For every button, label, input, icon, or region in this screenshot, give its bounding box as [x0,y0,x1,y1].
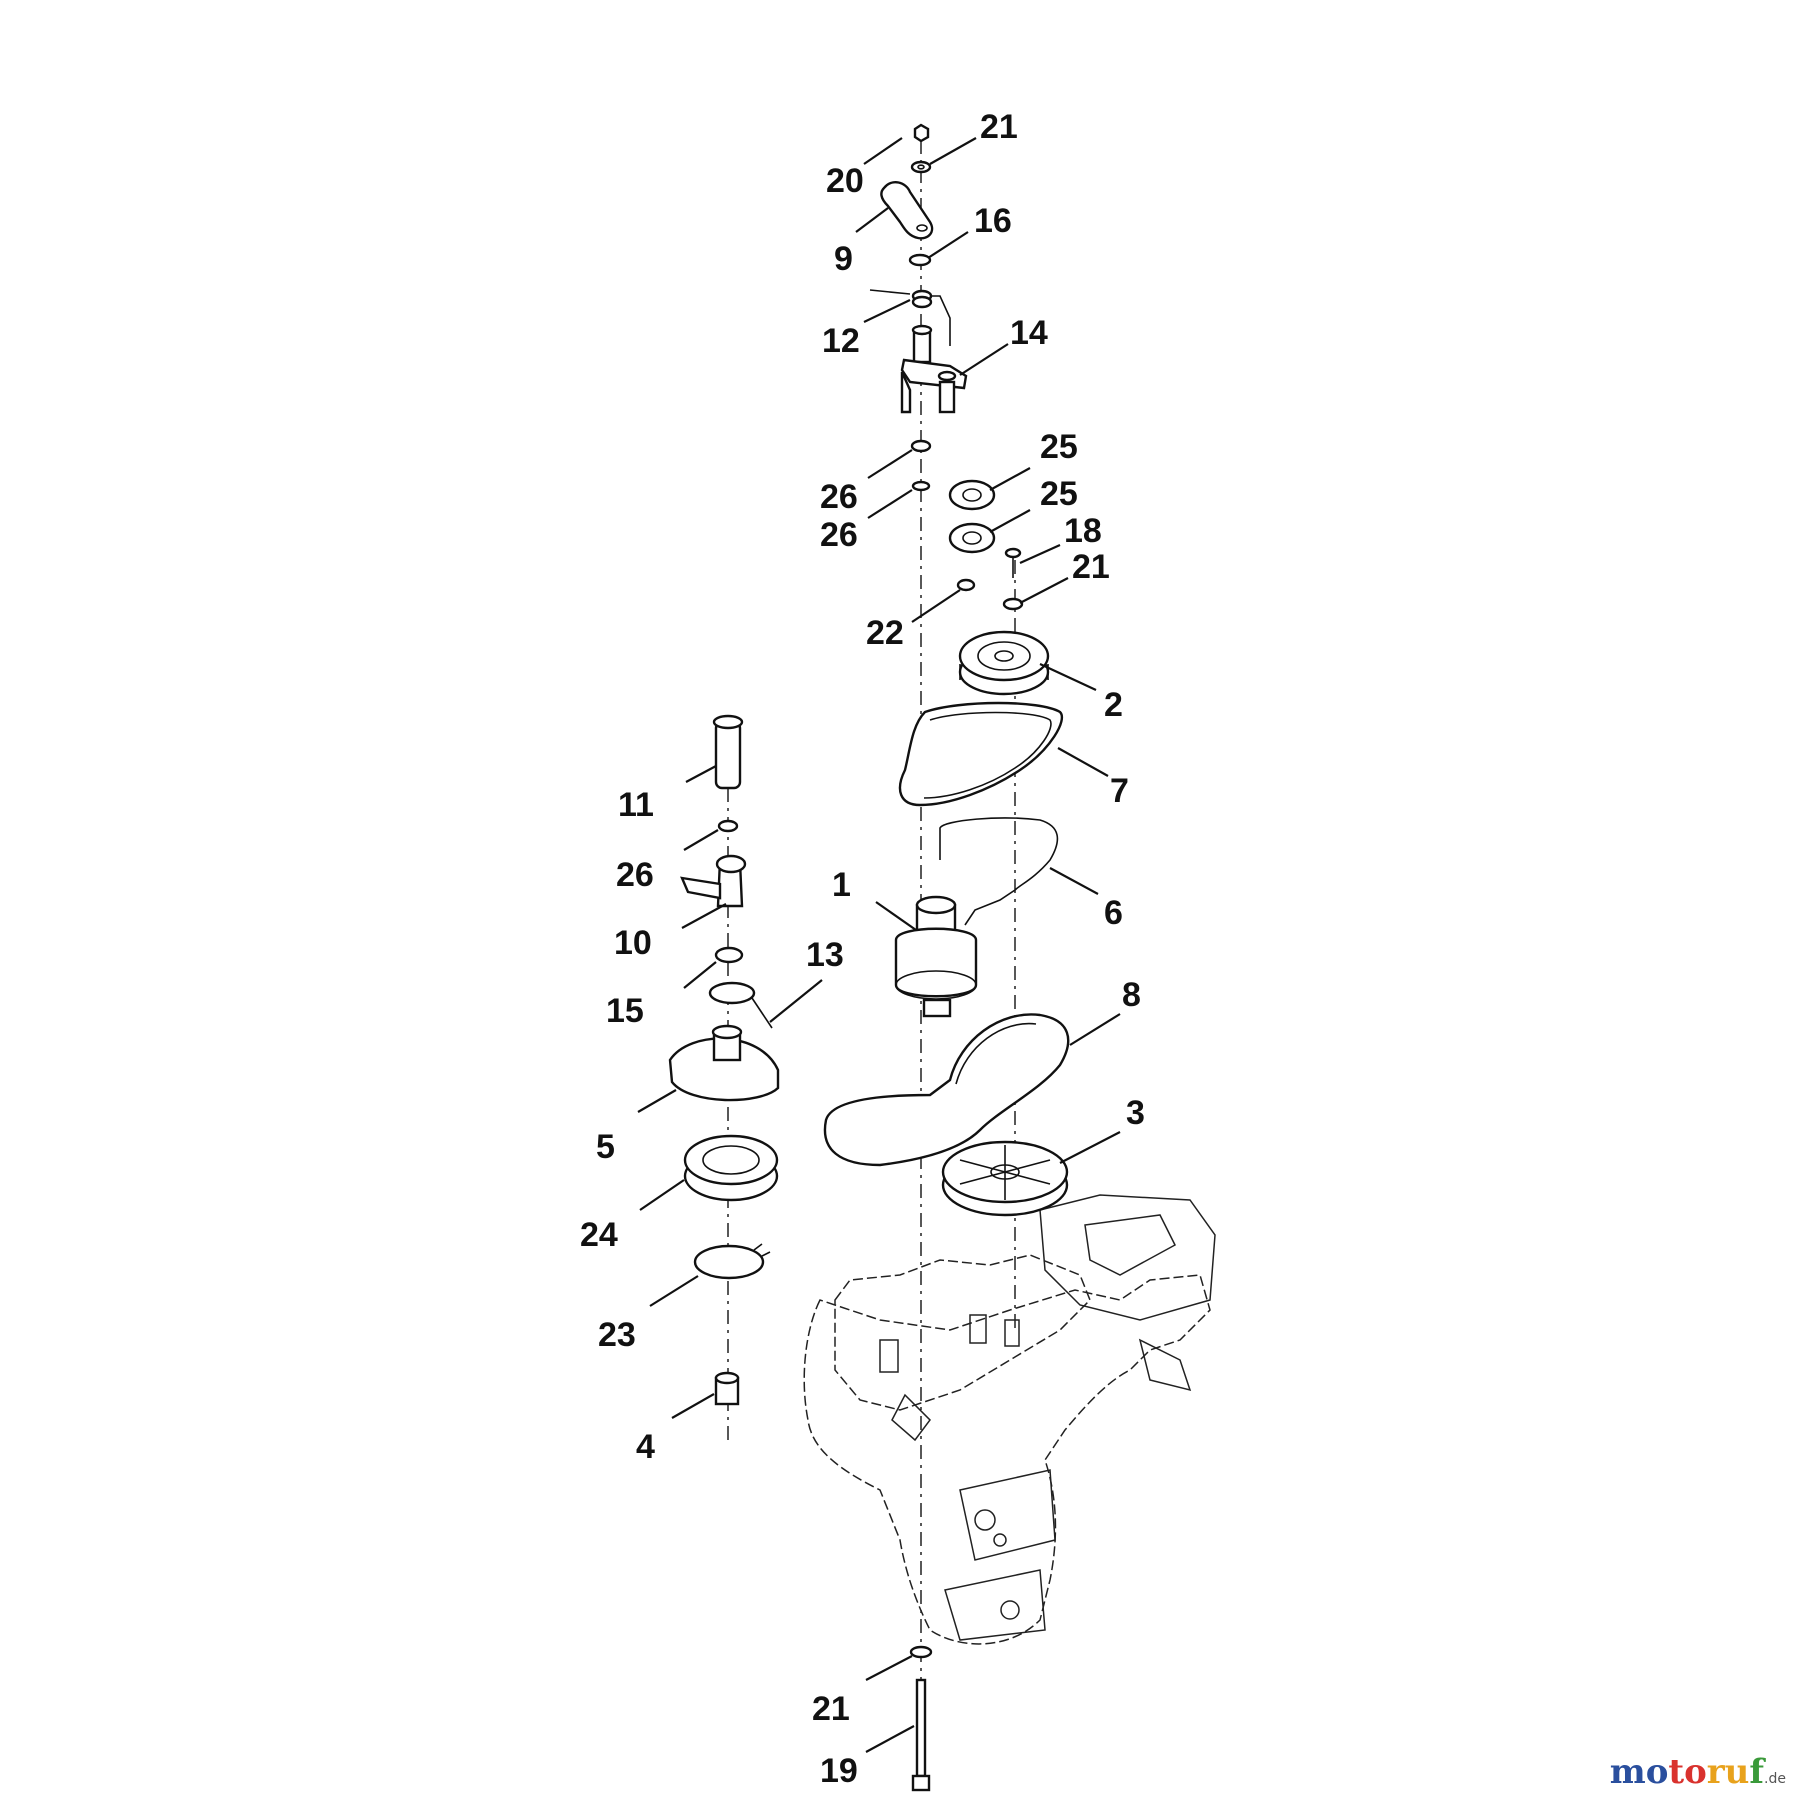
leader-lines [637,137,1121,1753]
pulley-2 [958,630,1050,696]
washer-26-left [717,819,739,833]
label-10: 10 [614,924,652,962]
label-3: 3 [1126,1094,1145,1132]
label-26-upper: 26 [820,478,858,516]
cover-5 [668,1024,780,1102]
wire-6 [939,817,1059,926]
bolt-19 [911,1678,931,1792]
ring-16 [908,253,932,267]
label-22: 22 [866,614,904,652]
label-25-lower: 25 [1040,475,1078,513]
label-25-upper: 25 [1040,428,1078,466]
washer-21-top [910,160,932,174]
label-8: 8 [1122,976,1141,1014]
label-1: 1 [832,866,851,904]
label-26-left: 26 [616,856,654,894]
label-18: 18 [1064,512,1102,550]
label-19: 19 [820,1752,858,1790]
label-11: 11 [618,786,654,824]
bracket-14 [900,324,968,414]
bearings-25 [948,479,996,554]
watermark-part3: ru [1706,1752,1750,1792]
label-21-top: 21 [980,108,1018,146]
ring-15 [714,946,744,964]
center-axes [727,140,1016,1680]
label-21-mid: 21 [1072,548,1110,586]
gear-housing [803,1194,1216,1645]
lever-10 [680,854,747,908]
pulley-1 [894,895,978,1018]
pin-11 [712,714,744,790]
watermark-logo: motoruf.de [1610,1752,1786,1792]
screw-18 [1004,547,1022,578]
nut-20 [913,123,930,143]
label-12: 12 [822,322,860,360]
label-5: 5 [596,1128,615,1166]
bushing-4 [714,1371,740,1406]
label-16: 16 [974,202,1012,240]
pulley-3 [941,1140,1069,1217]
lever-9 [880,181,934,240]
label-7: 7 [1110,772,1129,810]
label-2: 2 [1104,686,1123,724]
washer-21-bottom [909,1645,933,1659]
label-21-bottom: 21 [812,1690,850,1728]
label-13: 13 [806,936,844,974]
label-24: 24 [580,1216,618,1254]
label-6: 6 [1104,894,1123,932]
label-20: 20 [826,162,864,200]
label-26-lower: 26 [820,516,858,554]
watermark-part2: to [1668,1752,1707,1792]
spring-13 [708,981,773,1029]
belt-7 [898,701,1063,807]
watermark-part1: mo [1609,1752,1669,1792]
label-23: 23 [598,1316,636,1354]
seal-24 [683,1134,779,1202]
belt-8 [823,1013,1070,1167]
washer-21-mid [1002,597,1024,611]
clip-22 [956,578,976,592]
label-9: 9 [834,240,853,278]
circlip-23 [693,1243,771,1280]
label-15: 15 [606,992,644,1030]
label-4: 4 [636,1428,655,1466]
watermark-part4: f [1749,1752,1765,1792]
watermark-tld: .de [1764,1771,1786,1787]
label-14: 14 [1010,314,1048,352]
part-labels: 21 20 16 9 12 14 25 25 26 26 18 21 22 2 … [580,108,1145,1790]
spring-12 [869,289,951,346]
washers-26-top [910,439,932,492]
